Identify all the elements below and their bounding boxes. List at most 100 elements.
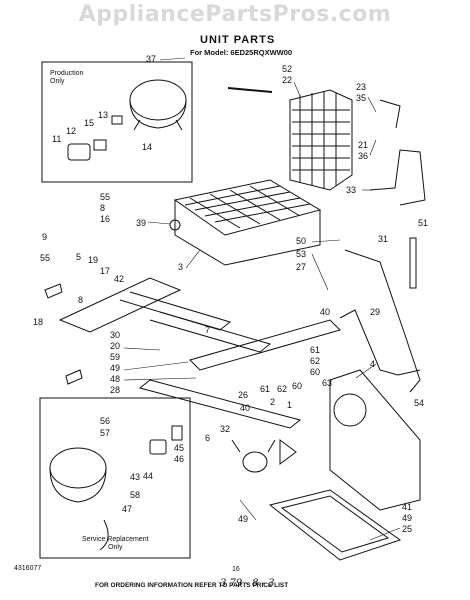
callout-36: 36	[358, 151, 368, 161]
callout-1: 1	[287, 400, 292, 410]
callout-29: 29	[370, 307, 380, 317]
relay-and-overload	[67, 139, 107, 161]
base-frame	[58, 277, 341, 429]
callout-8a: 8	[100, 203, 105, 213]
callout-16: 16	[100, 214, 110, 224]
page-title: UNIT PARTS	[200, 34, 276, 46]
callout-8b: 8	[78, 295, 83, 305]
callout-43: 43	[130, 472, 140, 482]
callout-46: 46	[174, 454, 184, 464]
callout-45: 45	[174, 443, 184, 453]
page-number: 16	[232, 566, 240, 573]
callout-labels: 37 52 22 23 35 21 36 33 13 15 14 12 11 5…	[33, 54, 428, 534]
relay-service	[149, 425, 183, 455]
callout-44: 44	[143, 471, 153, 481]
callout-57: 57	[100, 428, 110, 438]
callout-3: 3	[178, 262, 183, 272]
callout-63: 63	[322, 378, 332, 388]
callout-62a: 62	[310, 356, 320, 366]
callout-13: 13	[98, 110, 108, 120]
callout-26: 26	[238, 390, 248, 400]
callout-51: 51	[418, 218, 428, 228]
ordering-note: FOR ORDERING INFORMATION REFER TO PARTS …	[95, 582, 289, 589]
callout-9: 9	[42, 232, 47, 242]
callout-4: 4	[370, 359, 375, 369]
fan-shroud	[329, 369, 421, 511]
callout-27: 27	[296, 262, 306, 272]
callout-59: 59	[110, 352, 120, 362]
tube-29	[339, 309, 421, 376]
condenser-coil	[289, 89, 353, 191]
evaporator-coil	[173, 179, 322, 266]
callout-19: 19	[88, 255, 98, 265]
callout-2: 2	[270, 397, 275, 407]
drain-pan	[268, 489, 402, 561]
callout-54: 54	[414, 398, 424, 408]
callout-20: 20	[110, 341, 120, 351]
handwritten-note: 3 79 - 8 - 3	[220, 578, 275, 589]
callout-47: 47	[122, 504, 132, 514]
rod-51	[409, 237, 417, 289]
tube-52	[227, 87, 273, 93]
callout-62b: 62	[277, 384, 287, 394]
callout-49a: 49	[110, 363, 120, 373]
clamp-48	[65, 369, 83, 385]
callout-42: 42	[114, 274, 124, 284]
callout-17: 17	[100, 266, 110, 276]
callout-33: 33	[346, 185, 356, 195]
watermark: AppliancePartsPros.com	[78, 2, 392, 27]
grommet-39	[169, 219, 181, 231]
callout-6: 6	[205, 433, 210, 443]
callout-7: 7	[205, 325, 210, 335]
callout-15: 15	[84, 118, 94, 128]
callout-32: 32	[220, 424, 230, 434]
callout-60b: 60	[292, 381, 302, 391]
callout-18: 18	[33, 317, 43, 327]
callout-58: 58	[130, 490, 140, 500]
callout-41: 41	[402, 502, 412, 512]
callout-61b: 61	[260, 384, 270, 394]
callout-5: 5	[76, 252, 81, 262]
callout-23: 23	[356, 82, 366, 92]
callout-25: 25	[402, 524, 412, 534]
clip-18	[44, 283, 63, 299]
fan-motor	[231, 439, 297, 473]
callout-28: 28	[110, 385, 120, 395]
callout-56: 56	[100, 416, 110, 426]
callout-14: 14	[142, 142, 152, 152]
callout-60a: 60	[310, 367, 320, 377]
callout-40b: 40	[240, 403, 250, 413]
drier-tube	[379, 99, 401, 129]
callout-53: 53	[296, 249, 306, 259]
tube-33	[369, 149, 426, 206]
callout-30: 30	[110, 330, 120, 340]
callout-31: 31	[378, 234, 388, 244]
tube-31	[344, 249, 421, 393]
callout-61a: 61	[310, 345, 320, 355]
production-only-label: Production Only	[50, 70, 84, 85]
callout-12: 12	[66, 126, 76, 136]
callout-55a: 55	[100, 192, 110, 202]
callout-49c: 49	[402, 513, 412, 523]
model-number: For Model: 6ED25RQXWW00	[190, 48, 293, 57]
callout-40a: 40	[320, 307, 330, 317]
callout-48: 48	[110, 374, 120, 384]
callout-49b: 49	[238, 514, 248, 524]
callout-50: 50	[296, 236, 306, 246]
document-code: 4316077	[14, 565, 42, 572]
callout-35: 35	[356, 93, 366, 103]
compressor-production	[111, 79, 187, 131]
callout-37: 37	[146, 54, 156, 64]
callout-11: 11	[52, 134, 61, 144]
callout-55b: 55	[40, 253, 50, 263]
leader-lines	[123, 57, 401, 541]
service-replacement-label: Service Replacement Only	[82, 536, 149, 551]
callout-22: 22	[282, 75, 292, 85]
service-replacement-box	[39, 397, 191, 559]
callout-21: 21	[358, 140, 368, 150]
callout-39: 39	[136, 218, 146, 228]
production-only-box	[41, 61, 193, 183]
compressor-service	[49, 447, 109, 551]
